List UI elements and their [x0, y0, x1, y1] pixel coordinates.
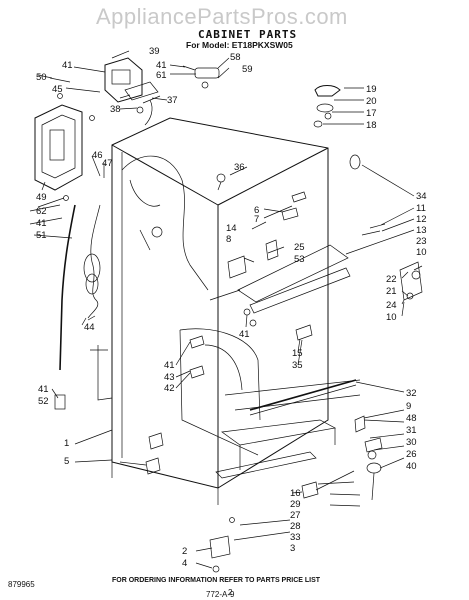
callout-41-left: 41 [36, 218, 47, 229]
callout-15: 15 [292, 348, 303, 359]
callout-49: 49 [36, 192, 47, 203]
bottom-hinge-parts [145, 335, 383, 573]
callout-8: 8 [226, 234, 231, 245]
callout-16: 16 [290, 488, 301, 499]
callout-35: 35 [292, 360, 303, 371]
page-number: 2 [228, 588, 233, 597]
callout-3: 3 [290, 543, 295, 554]
callout-53: 53 [294, 254, 305, 265]
callout-24: 24 [386, 300, 397, 311]
callout-51: 51 [36, 230, 47, 241]
right-hinge-parts [216, 85, 423, 341]
callout-27: 27 [290, 510, 301, 521]
power-cord [81, 204, 101, 326]
callout-labels: 39 41 50 45 38 37 58 41 59 61 19 20 17 1… [36, 46, 427, 569]
callout-62: 62 [36, 206, 47, 217]
callout-41-hinge: 41 [156, 60, 167, 71]
callout-28: 28 [290, 521, 301, 532]
callout-41-top: 41 [62, 60, 73, 71]
callout-22: 22 [386, 274, 397, 285]
callout-20: 20 [366, 96, 377, 107]
callout-32: 32 [406, 388, 417, 399]
callout-19: 19 [366, 84, 377, 95]
callout-7: 7 [254, 214, 259, 225]
callout-50: 50 [36, 72, 47, 83]
callout-9: 9 [406, 401, 411, 412]
callout-10-lower: 10 [386, 312, 397, 323]
callout-2: 2 [182, 546, 187, 557]
callout-1: 1 [64, 438, 69, 449]
callout-12: 12 [416, 214, 427, 225]
page-code: 772-A-9 [206, 590, 235, 599]
callout-59: 59 [242, 64, 253, 75]
callout-10-upper: 10 [416, 247, 427, 258]
light-housing [34, 93, 95, 201]
diagram-title: CABINET PARTS [198, 28, 298, 41]
callout-34: 34 [416, 191, 427, 202]
callout-13: 13 [416, 225, 427, 236]
callout-26: 26 [406, 449, 417, 460]
callout-23: 23 [416, 236, 427, 247]
drain-tube [54, 204, 76, 410]
callout-39: 39 [149, 46, 160, 57]
callout-21: 21 [386, 286, 397, 297]
callout-31: 31 [406, 425, 417, 436]
callout-38: 38 [110, 104, 121, 115]
callout-17: 17 [366, 108, 377, 119]
callout-29: 29 [290, 499, 301, 510]
callout-25: 25 [294, 242, 305, 253]
ordering-note: FOR ORDERING INFORMATION REFER TO PARTS … [112, 577, 321, 584]
watermark-text: AppliancePartsPros.com [96, 4, 348, 29]
callout-14: 14 [226, 223, 237, 234]
callout-52: 52 [38, 396, 49, 407]
callout-45: 45 [52, 84, 63, 95]
callout-44: 44 [84, 322, 95, 333]
callout-18: 18 [366, 120, 377, 131]
callout-37: 37 [167, 95, 178, 106]
callout-36: 36 [234, 162, 245, 173]
callout-48: 48 [406, 413, 417, 424]
document-number: 879965 [8, 580, 35, 589]
callout-40: 40 [406, 461, 417, 472]
callout-61: 61 [156, 70, 167, 81]
callout-41-lower: 41 [164, 360, 175, 371]
callout-6: 6 [254, 205, 259, 216]
callout-42: 42 [164, 383, 175, 394]
callout-11: 11 [416, 203, 426, 214]
callout-47: 47 [102, 158, 113, 169]
callout-5: 5 [64, 456, 69, 467]
leader-lines [29, 50, 423, 569]
callout-4: 4 [182, 558, 187, 569]
callout-30: 30 [406, 437, 417, 448]
callout-33: 33 [290, 532, 301, 543]
model-number: For Model: ET18PKXSW05 [186, 40, 293, 50]
cabinet-body [90, 117, 361, 505]
callout-41-mid: 41 [239, 329, 250, 340]
callout-43: 43 [164, 372, 175, 383]
top-hinge-assembly [104, 57, 220, 126]
callout-46: 46 [92, 150, 103, 161]
callout-58: 58 [230, 52, 241, 63]
callout-41-foot: 41 [38, 384, 49, 395]
